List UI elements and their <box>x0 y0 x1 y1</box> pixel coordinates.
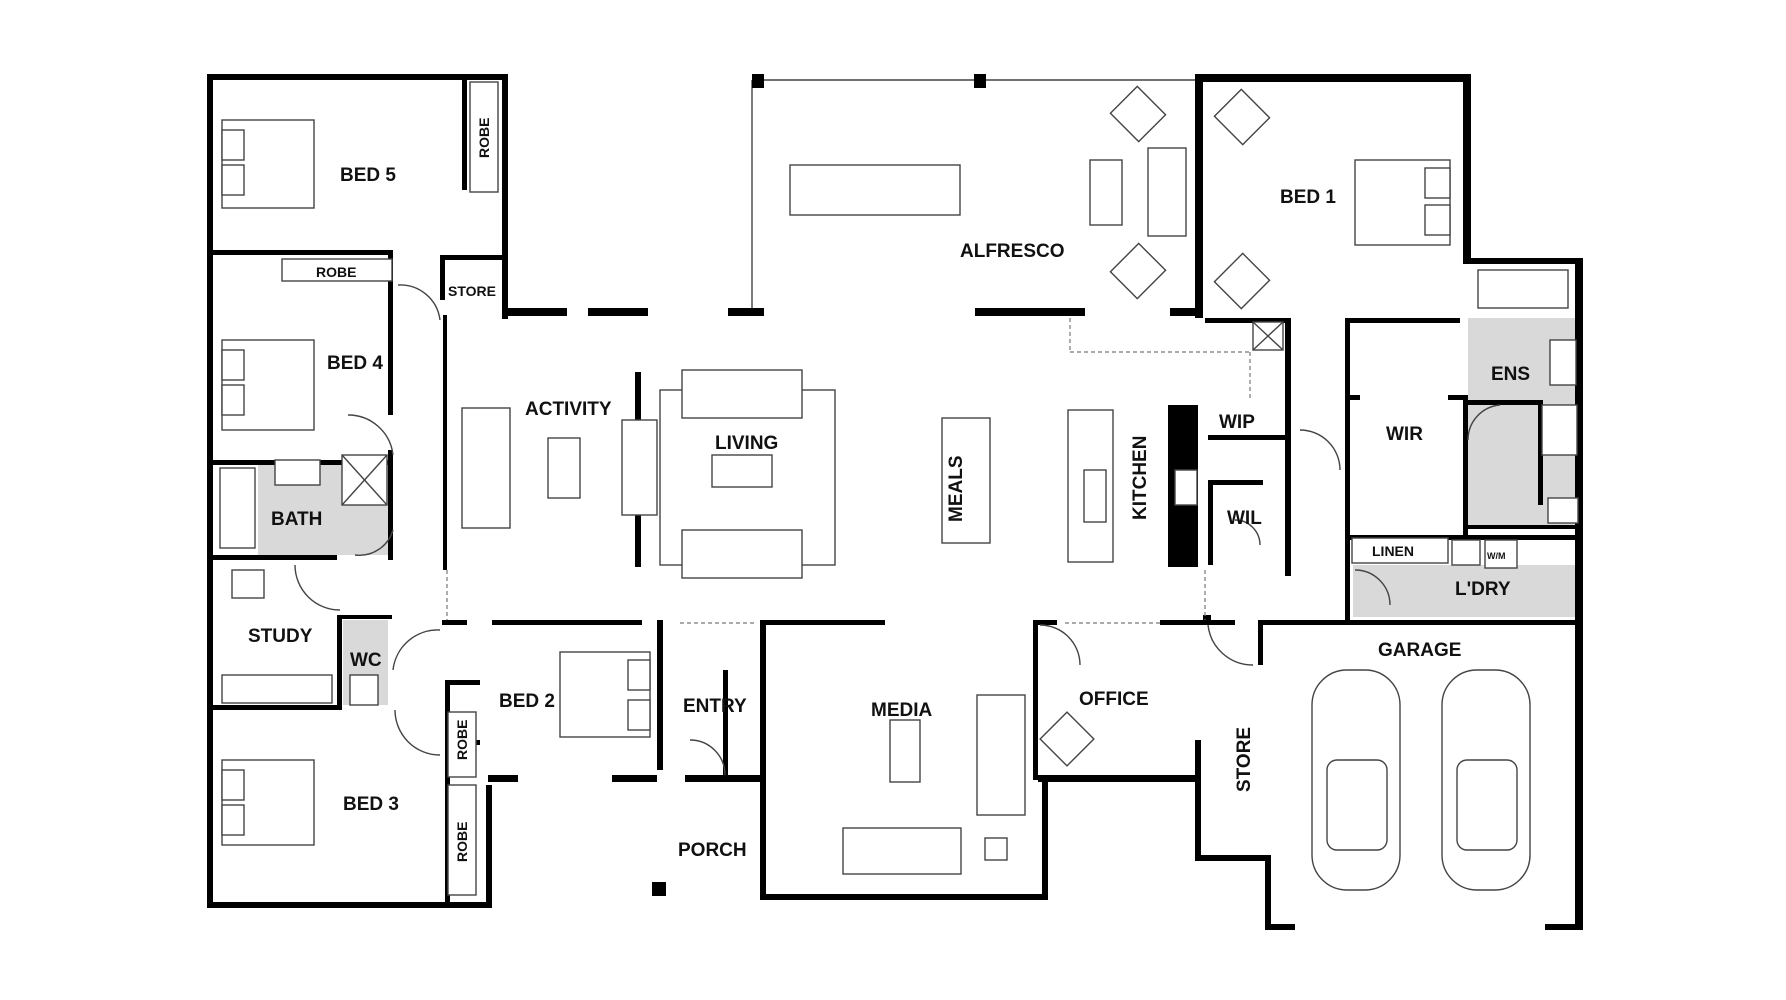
laundry-floor <box>1353 565 1581 617</box>
label-bed3: BED 3 <box>343 794 399 815</box>
label-store-left: STORE <box>448 283 496 299</box>
label-wm: W/M <box>1487 551 1506 561</box>
alfresco-sofa <box>1147 147 1187 237</box>
washing-machine <box>1484 539 1518 569</box>
linen-cupboard <box>1351 537 1449 564</box>
bed4-robe <box>281 258 393 282</box>
bed1-chair-2 <box>1213 252 1271 310</box>
media-sofa <box>842 827 962 875</box>
robe-labels: ROBE ROBE ROBE ROBE <box>316 118 492 862</box>
bathtub <box>219 467 256 549</box>
bath-vanity <box>274 459 321 486</box>
wc-toilet <box>349 674 379 706</box>
furniture <box>219 81 1579 896</box>
label-robe-bed5: ROBE <box>476 118 492 158</box>
label-kitchen: KITCHEN <box>1130 436 1151 520</box>
label-living: LIVING <box>715 433 778 454</box>
label-robe-bed4: ROBE <box>316 264 356 280</box>
living-coffee-table <box>711 454 773 488</box>
bed3-robe <box>447 784 477 896</box>
ensuite-toilet <box>1547 497 1579 524</box>
alfresco-chair-2 <box>1109 242 1167 300</box>
label-entry: ENTRY <box>683 696 747 717</box>
room-labels: BED 5 BED 4 BED 3 BED 2 BED 1 BATH STUDY… <box>248 165 1530 861</box>
label-porch: PORCH <box>678 840 747 861</box>
living-sofa-top <box>681 369 803 419</box>
label-ens: ENS <box>1491 364 1530 385</box>
alfresco-outline <box>751 79 1195 310</box>
study-desk <box>221 674 333 704</box>
label-bed5: BED 5 <box>340 165 396 186</box>
tv-unit <box>621 419 658 516</box>
study-chair <box>231 569 265 599</box>
label-linen: LINEN <box>1372 543 1414 559</box>
label-garage: GARAGE <box>1378 640 1461 661</box>
label-office: OFFICE <box>1079 689 1149 710</box>
label-laundry: L'DRY <box>1455 579 1511 600</box>
label-bed2: BED 2 <box>499 691 555 712</box>
living-sofa-bottom <box>681 529 803 579</box>
activity-sofa <box>461 407 511 529</box>
office-chair <box>1039 711 1095 767</box>
label-robe-bed2: ROBE <box>454 720 470 760</box>
label-wc: WC <box>350 650 382 671</box>
label-bath: BATH <box>271 509 322 530</box>
label-study: STUDY <box>248 626 313 647</box>
label-bed4: BED 4 <box>327 353 383 374</box>
label-robe-bed3: ROBE <box>454 822 470 862</box>
label-wip: WIP <box>1219 412 1255 433</box>
media-recliner <box>976 694 1026 816</box>
activity-table <box>547 437 581 499</box>
alfresco-ottoman <box>1089 159 1123 226</box>
label-store-garage: STORE <box>1234 727 1255 792</box>
dashed-lines <box>446 318 1251 624</box>
label-alfresco: ALFRESCO <box>960 241 1065 262</box>
ensuite-bath <box>1477 269 1569 309</box>
media-ottoman <box>889 719 921 783</box>
label-wir: WIR <box>1386 424 1423 445</box>
bed5-robe <box>469 81 499 193</box>
cooktop <box>1174 469 1198 506</box>
bed1-chair-1 <box>1213 88 1271 146</box>
meals-table <box>941 417 991 544</box>
label-meals: MEALS <box>946 456 967 523</box>
label-activity: ACTIVITY <box>525 399 612 420</box>
label-wil: WIL <box>1227 508 1262 529</box>
label-media: MEDIA <box>871 700 933 721</box>
laundry-sink <box>1451 539 1481 566</box>
alfresco-table <box>789 164 961 216</box>
door-swings <box>294 284 1501 776</box>
media-side-table <box>984 837 1008 861</box>
label-bed1: BED 1 <box>1280 187 1336 208</box>
ensuite-shower <box>1541 404 1578 456</box>
bed2-robe <box>447 711 477 778</box>
alfresco-chair-1 <box>1109 85 1167 143</box>
ensuite-vanity <box>1549 339 1577 386</box>
kitchen-sink <box>1083 469 1107 523</box>
